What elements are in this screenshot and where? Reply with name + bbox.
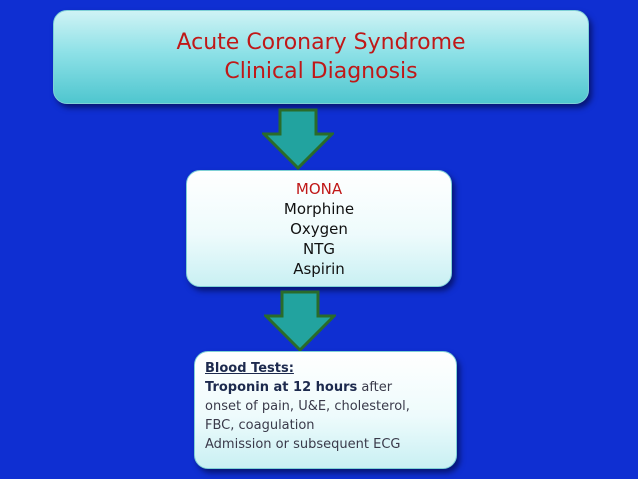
troponin-rest-text: after [357, 380, 393, 395]
troponin-bold-text: Troponin at 12 hours [205, 380, 358, 395]
mona-item-aspirin: Aspirin [293, 259, 345, 278]
blood-tests-line-troponin: Troponin at 12 hours after [205, 378, 446, 397]
title-line-2: Clinical Diagnosis [224, 59, 418, 84]
mona-header: MONA [295, 179, 343, 198]
down-arrow-icon [262, 108, 334, 170]
down-arrow-icon [264, 290, 336, 352]
blood-tests-box: Blood Tests: Troponin at 12 hours after … [194, 351, 457, 469]
mona-item-oxygen: Oxygen [290, 219, 348, 238]
mona-box: MONA Morphine Oxygen NTG Aspirin [186, 170, 452, 287]
title-box: Acute Coronary Syndrome Clinical Diagnos… [53, 10, 589, 104]
blood-tests-line-5: Admission or subsequent ECG [205, 437, 401, 452]
blood-tests-line-4: FBC, coagulation [205, 418, 315, 433]
title-line-1: Acute Coronary Syndrome [176, 30, 466, 55]
mona-item-morphine: Morphine [283, 199, 355, 218]
blood-tests-header: Blood Tests: [205, 361, 294, 376]
blood-tests-line-3: onset of pain, U&E, cholesterol, [205, 399, 410, 414]
mona-item-ntg: NTG [302, 239, 335, 258]
